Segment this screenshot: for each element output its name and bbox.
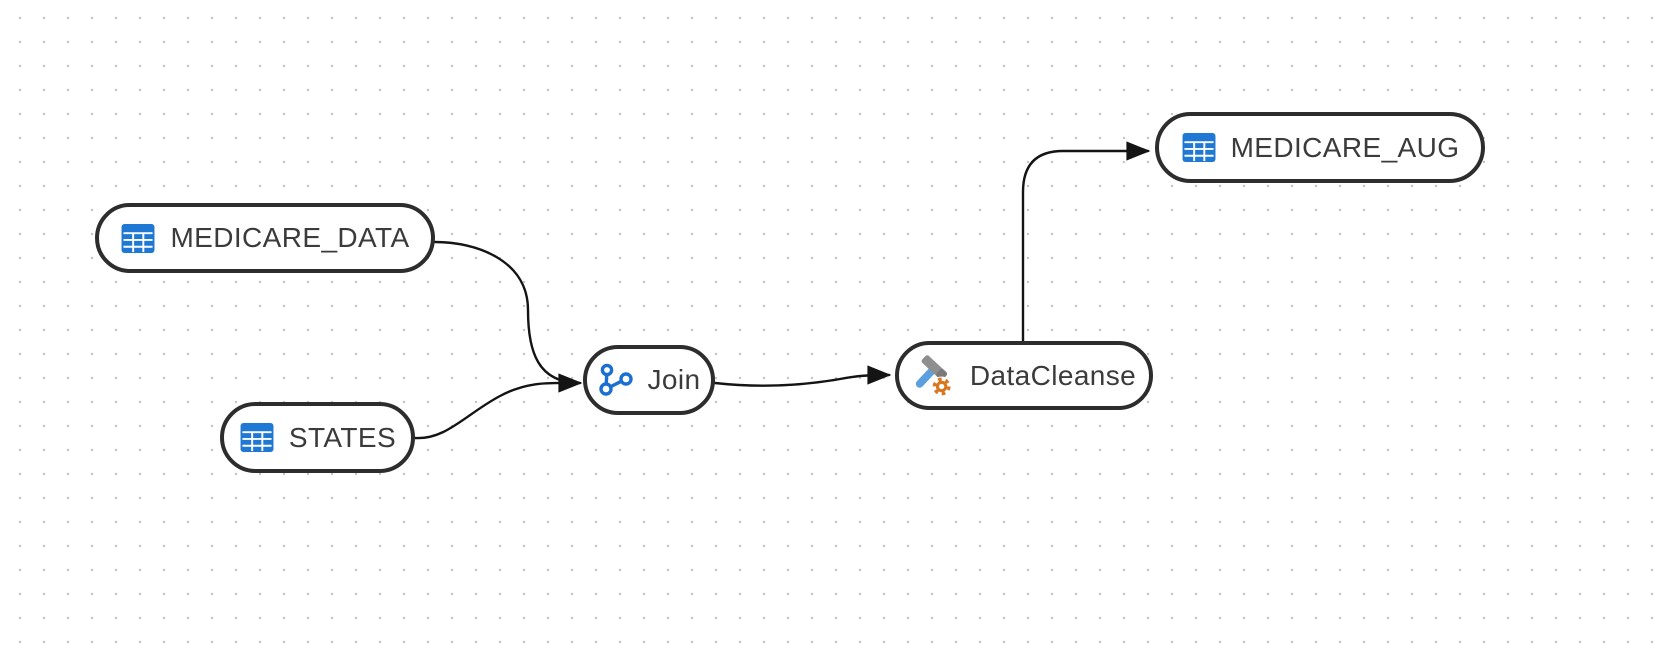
table-icon: [120, 223, 156, 254]
node-label: MEDICARE_AUG: [1230, 131, 1460, 163]
edge-datacleanse-to-medicare_aug[interactable]: [1021, 141, 1151, 343]
node-states[interactable]: STATES: [220, 402, 415, 473]
join-icon: [598, 362, 634, 398]
table-icon: [1181, 132, 1217, 163]
edge-join-to-datacleanse[interactable]: [713, 365, 892, 387]
edge-states-to-join[interactable]: [413, 381, 578, 440]
node-label: Join: [647, 364, 701, 395]
node-datacleanse[interactable]: DataCleanse: [895, 341, 1153, 410]
cleanse-icon: [912, 354, 956, 397]
table-icon: [239, 422, 275, 453]
edge-medicare_data-to-join[interactable]: [433, 240, 583, 393]
node-label: STATES: [288, 421, 397, 453]
node-medicare_data[interactable]: MEDICARE_DATA: [95, 203, 435, 273]
node-label: DataCleanse: [969, 359, 1137, 391]
node-label: MEDICARE_DATA: [170, 222, 410, 253]
node-join[interactable]: Join: [583, 345, 715, 415]
node-medicare_aug[interactable]: MEDICARE_AUG: [1155, 112, 1485, 183]
